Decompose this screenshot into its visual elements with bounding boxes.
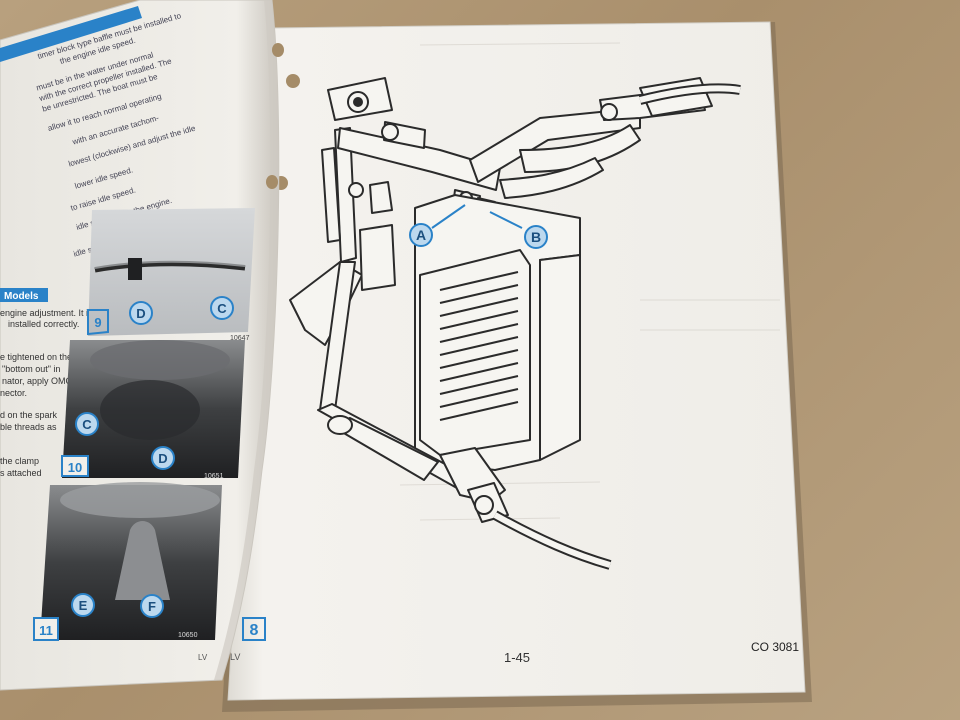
svg-text:8: 8 [250,622,259,639]
section-text: engine adjustment. It is installed corre… [0,308,93,478]
figure-10-photo: C D 10 10651 [61,340,245,480]
linkage-drawing [289,77,741,570]
svg-text:F: F [148,599,156,614]
document-code: CO 3081 [751,640,799,654]
svg-text:10651: 10651 [204,473,224,480]
svg-text:9: 9 [94,315,101,330]
svg-text:s attached: s attached [0,468,42,478]
callout-a: A [409,223,433,247]
svg-text:ble threads as: ble threads as [0,422,57,432]
svg-text:B: B [531,229,541,245]
svg-text:"bottom out" in: "bottom out" in [2,364,60,374]
svg-text:nector.: nector. [0,388,27,398]
svg-text:C: C [82,417,92,432]
svg-text:nator, apply OMC: nator, apply OMC [2,376,73,386]
grille-slots [439,271,519,421]
figure-number-8: 8 [242,617,266,641]
callout-b: B [524,225,548,249]
page-number: 1-45 [504,650,530,665]
svg-text:engine adjustment. It is: engine adjustment. It is [0,308,93,318]
svg-text:d on the spark: d on the spark [0,410,58,420]
svg-text:D: D [136,306,145,321]
svg-text:10: 10 [68,460,82,475]
svg-text:C: C [217,301,227,316]
svg-text:10650: 10650 [178,632,198,639]
figure-9-photo: 9 D C 10647 [87,208,255,342]
svg-text:D: D [158,451,167,466]
models-section-heading: Models [0,288,48,302]
figure-11-photo: E F 11 10650 [33,482,222,641]
svg-text:e tightened on the: e tightened on the [0,352,72,362]
svg-text:installed correctly.: installed correctly. [8,319,79,329]
right-footer-left: LV [230,652,240,662]
svg-text:11: 11 [39,623,53,638]
svg-text:E: E [79,598,88,613]
svg-text:10647: 10647 [230,335,250,342]
svg-text:the clamp: the clamp [0,456,39,466]
svg-text:Models: Models [4,291,39,302]
svg-text:A: A [416,227,426,243]
left-footer: LV [198,653,208,662]
